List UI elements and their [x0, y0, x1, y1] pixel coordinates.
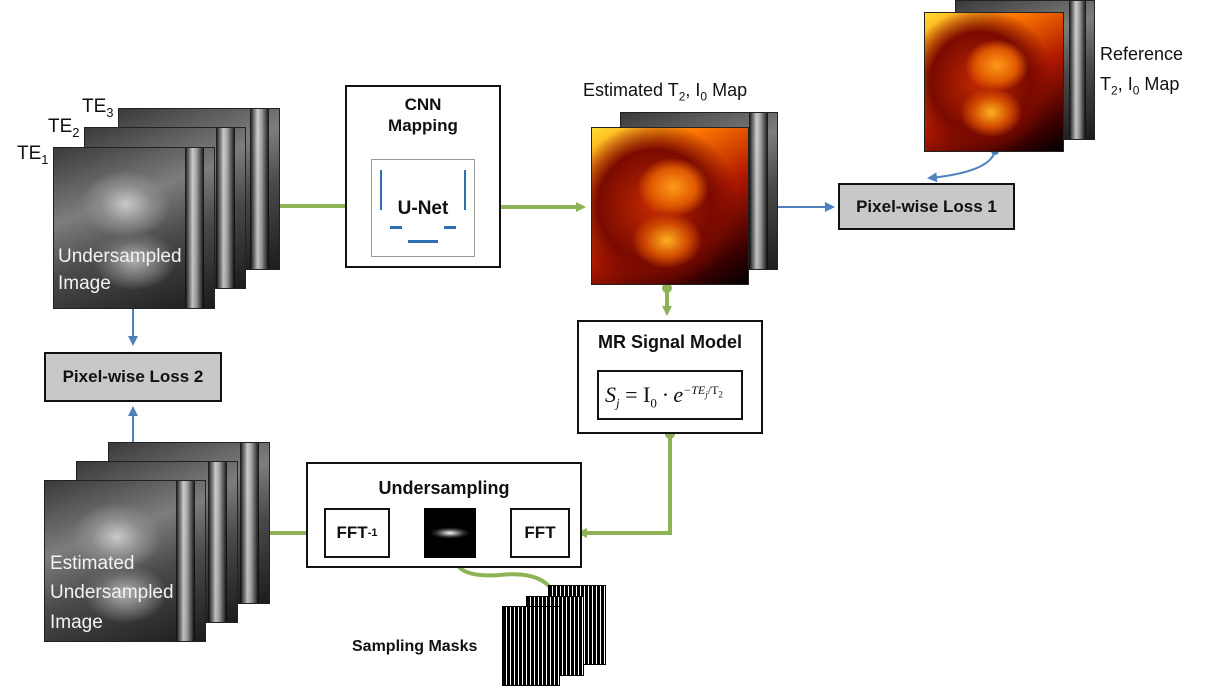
- te3-label: TE3: [82, 96, 114, 120]
- unet-bottleneck-bar: [408, 240, 438, 243]
- output-label-line2: Undersampled: [50, 582, 174, 603]
- undersampling-title: Undersampling: [378, 478, 510, 498]
- reference-label-line2: T2, I0 Map: [1100, 74, 1180, 98]
- te1-label: TE1: [17, 143, 49, 167]
- output-image-front: [44, 480, 206, 642]
- unet-up-bar: [444, 226, 456, 229]
- output-label-line3: Image: [50, 612, 103, 633]
- estimated-map-label: Estimated T2, I0 Map: [583, 80, 748, 104]
- ifft-box: FFT-1: [324, 508, 390, 558]
- mr-signal-model-box: MR Signal Model Sj = I0 · e−TEj/T2: [577, 320, 763, 434]
- output-label-line1: Estimated: [50, 553, 135, 574]
- reference-map-front: [924, 12, 1064, 152]
- pixel-wise-loss-2-box: Pixel-wise Loss 2: [44, 352, 222, 402]
- arrow-estimated-to-signal-model: [662, 283, 672, 316]
- arrow-signal-model-to-fft: [577, 429, 675, 538]
- reference-label-line1: Reference: [1100, 44, 1184, 64]
- mr-signal-model-title: MR Signal Model: [598, 332, 742, 352]
- kspace-image: [424, 508, 476, 558]
- signal-model-formula-box: Sj = I0 · e−TEj/T2: [597, 370, 743, 420]
- te2-label: TE2: [48, 116, 80, 140]
- signal-model-formula: Sj = I0 · e−TEj/T2: [605, 382, 723, 411]
- fft-box: FFT: [510, 508, 570, 558]
- sampling-mask-1: [502, 606, 560, 686]
- sampling-masks-label: Sampling Masks: [352, 638, 478, 655]
- cnn-title-line1: CNN: [404, 95, 442, 114]
- estimated-map-front: [591, 127, 749, 285]
- unet-decoder-bar: [464, 170, 466, 210]
- pixel-wise-loss-1-box: Pixel-wise Loss 1: [838, 183, 1015, 230]
- unet-encoder-bar: [380, 170, 382, 210]
- cnn-mapping-box: CNN Mapping U-Net: [345, 85, 501, 268]
- undersampled-image-label-line2: Image: [58, 273, 111, 294]
- unet-label: U-Net: [397, 198, 449, 219]
- unet-down-bar: [390, 226, 402, 229]
- input-image-te1: [53, 147, 215, 309]
- cnn-title-line2: Mapping: [388, 116, 458, 135]
- unet-thumbnail: U-Net: [371, 159, 475, 257]
- undersampled-image-label-line1: Undersampled: [58, 246, 182, 267]
